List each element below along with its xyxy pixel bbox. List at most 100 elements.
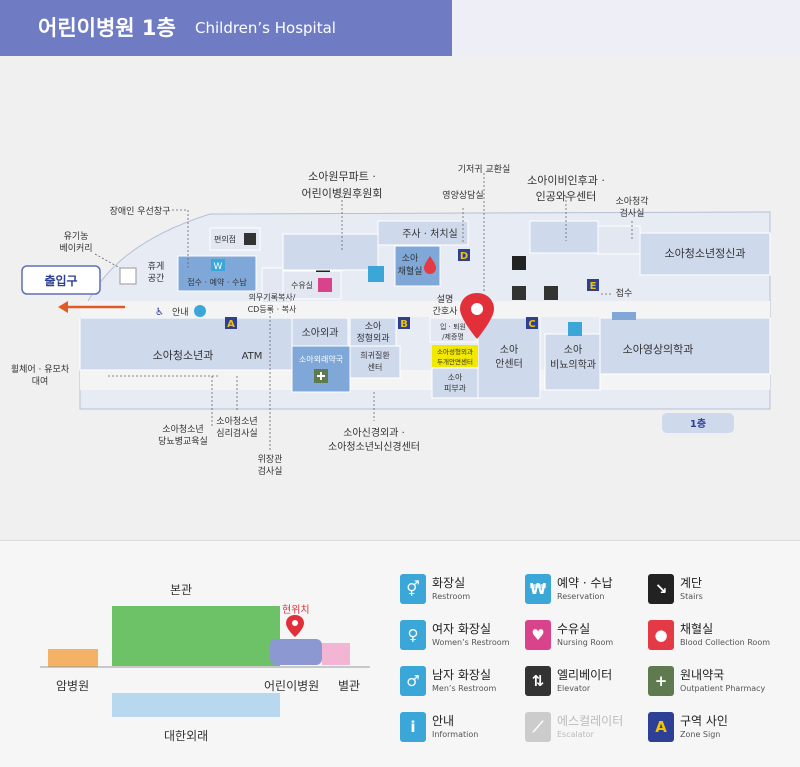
callout-diaper: 기저귀 교환실 bbox=[458, 163, 511, 175]
information-icon: i bbox=[400, 712, 426, 742]
exit-sign: 출입구 bbox=[21, 265, 101, 295]
legend-reservation-ko: 예약 · 수납 bbox=[557, 576, 613, 590]
zone-sign-c: C bbox=[526, 317, 538, 330]
page-subtitle: Children’s Hospital bbox=[195, 19, 336, 37]
label-rest-area-1: 휴게 bbox=[148, 261, 165, 272]
legend-stairs-en: Stairs bbox=[680, 592, 703, 601]
legend-blood-ko: 채혈실 bbox=[680, 622, 714, 636]
callout-neuro-2: 소아청소년뇌신경센터 bbox=[328, 440, 420, 453]
nursing-room-icon bbox=[318, 278, 332, 292]
callout-neuro-1: 소아신경외과 · bbox=[343, 426, 405, 439]
svg-text:B: B bbox=[400, 319, 408, 330]
label-nurse-2: 간호사 bbox=[433, 306, 459, 317]
callout-ent-1: 소아이비인후과 · bbox=[527, 174, 605, 187]
floor-badge: 1층 bbox=[662, 413, 734, 433]
legend-escalator-ko: 에스컬레이터 bbox=[557, 714, 624, 728]
label-main-building: 본관 bbox=[170, 583, 193, 597]
bakery-icon bbox=[119, 267, 137, 285]
campus-overview bbox=[40, 606, 370, 717]
svg-text:1층: 1층 bbox=[690, 417, 706, 430]
blood-drop-icon-map bbox=[424, 256, 436, 274]
mens-restroom-icon: ♂ bbox=[400, 666, 426, 696]
legend-restroom-ko: 화장실 bbox=[432, 576, 466, 590]
building-main bbox=[112, 606, 280, 666]
label-rest-area-2: 공간 bbox=[148, 273, 165, 284]
callout-donation-1: 소아원무파트 · bbox=[308, 170, 376, 183]
label-admission-2: /제증명 bbox=[442, 332, 464, 341]
pharmacy-cross bbox=[317, 372, 325, 380]
legend-info-en: Information bbox=[432, 730, 479, 739]
callout-wheelchair-2: 대여 bbox=[32, 375, 49, 387]
floor-plan-svg: 소아청소년정신과 소아영상의학과 소아 비뇨의학과 소아 안센터 입 · 퇴원 … bbox=[11, 163, 771, 477]
floor-map: 소아청소년정신과 소아영상의학과 소아 비뇨의학과 소아 안센터 입 · 퇴원 … bbox=[0, 56, 800, 540]
label-reception2: 접수 bbox=[616, 287, 633, 299]
elevator-icon-map-1 bbox=[512, 286, 526, 300]
legend-pharmacy-ko: 원내약국 bbox=[680, 668, 725, 682]
callout-nutrition: 영양상담실 bbox=[442, 189, 483, 201]
room-donation bbox=[282, 233, 379, 271]
label-surgery: 소아외과 bbox=[302, 327, 339, 339]
restroom-icon-map-2 bbox=[568, 322, 582, 336]
label-eye-center-2: 안센터 bbox=[495, 358, 523, 370]
zone-sign-e: E bbox=[587, 279, 599, 292]
label-plastic-1: 소아성형외과 bbox=[437, 347, 473, 356]
label-dermatology-2: 피부과 bbox=[444, 384, 467, 393]
page-title: 어린이병원 1층 bbox=[38, 16, 176, 40]
legend-stairs-ko: 계단 bbox=[680, 576, 703, 590]
zone-sign-b: B bbox=[398, 317, 410, 330]
label-orthopedics-1: 소아 bbox=[365, 321, 382, 332]
callout-bakery-1: 유기농 bbox=[64, 231, 89, 242]
legend-elevator-en: Elevator bbox=[557, 684, 591, 693]
zone-sign-a: A bbox=[225, 317, 237, 330]
callout-hearing-1: 소아청각 bbox=[615, 195, 648, 207]
room-urology bbox=[544, 333, 601, 391]
label-atm: ATM bbox=[242, 351, 263, 362]
current-location-pin-dot bbox=[292, 620, 298, 626]
room-adolescent-medicine bbox=[79, 317, 293, 371]
label-blood-1: 소아 bbox=[402, 253, 419, 264]
blood-collection-icon: ● bbox=[648, 620, 674, 650]
title-bar: 어린이병원 1층 Children’s Hospital bbox=[0, 0, 452, 56]
outpatient-pharmacy-icon: + bbox=[648, 666, 674, 696]
reservation-glyph: W bbox=[214, 262, 223, 272]
legend-escalator-en: Escalator bbox=[557, 730, 594, 739]
reception-reservation-icon bbox=[211, 259, 225, 271]
label-exit: 출입구 bbox=[44, 273, 77, 288]
label-pharmacy: 소아외래약국 bbox=[299, 354, 343, 364]
reception2-counter bbox=[612, 312, 636, 320]
room-injection bbox=[377, 220, 469, 246]
label-adolescent-medicine: 소아청소년과 bbox=[153, 349, 214, 362]
callout-disabled-window: 장애인 우선창구 bbox=[110, 206, 171, 217]
womens-restroom-icon: ♀ bbox=[400, 620, 426, 650]
legend-mens-en: Men’s Restroom bbox=[432, 684, 497, 693]
legend-zone-ko: 구역 사인 bbox=[680, 714, 728, 728]
label-orthopedics-2: 정형외과 bbox=[356, 332, 389, 344]
label-psychiatry: 소아청소년정신과 bbox=[665, 247, 746, 260]
cafe-icon bbox=[244, 233, 256, 245]
legend-pharmacy-en: Outpatient Pharmacy bbox=[680, 684, 766, 693]
label-eye-center-1: 소아 bbox=[500, 344, 518, 356]
callout-psych-test-1: 소아청소년 bbox=[216, 416, 257, 427]
callout-bakery-2: 베이커리 bbox=[59, 243, 92, 254]
stairs-icon: ↘ bbox=[648, 574, 674, 604]
callout-diabetes-2: 당뇨병교육실 bbox=[158, 436, 208, 447]
label-nursing: 수유실 bbox=[291, 280, 313, 290]
page-header: 어린이병원 1층 Children’s Hospital bbox=[0, 0, 800, 56]
callout-endoscopy-1: 위장관 bbox=[258, 454, 283, 465]
callout-hearing-2: 검사실 bbox=[620, 207, 645, 219]
callout-diabetes-1: 소아청소년 bbox=[162, 424, 203, 435]
current-location-marker bbox=[460, 293, 494, 339]
label-injection: 주사 · 처치실 bbox=[402, 228, 458, 240]
room-eye-center bbox=[477, 317, 541, 399]
callout-psych-test-2: 심리검사실 bbox=[216, 427, 257, 439]
legend-womens-en: Women’s Restroom bbox=[432, 638, 510, 647]
exit-arrowhead bbox=[58, 301, 68, 313]
label-blood-2: 채혈실 bbox=[398, 265, 423, 277]
info-icon-map bbox=[194, 305, 206, 317]
room-psychiatry bbox=[639, 232, 771, 276]
callout-endoscopy-2: 검사실 bbox=[258, 465, 283, 477]
legend-womens-ko: 여자 화장실 bbox=[432, 622, 492, 636]
callout-donation-2: 어린이병원후원회 bbox=[302, 187, 383, 200]
label-annex: 별관 bbox=[338, 679, 361, 693]
zone-sign-d: D bbox=[458, 249, 470, 262]
